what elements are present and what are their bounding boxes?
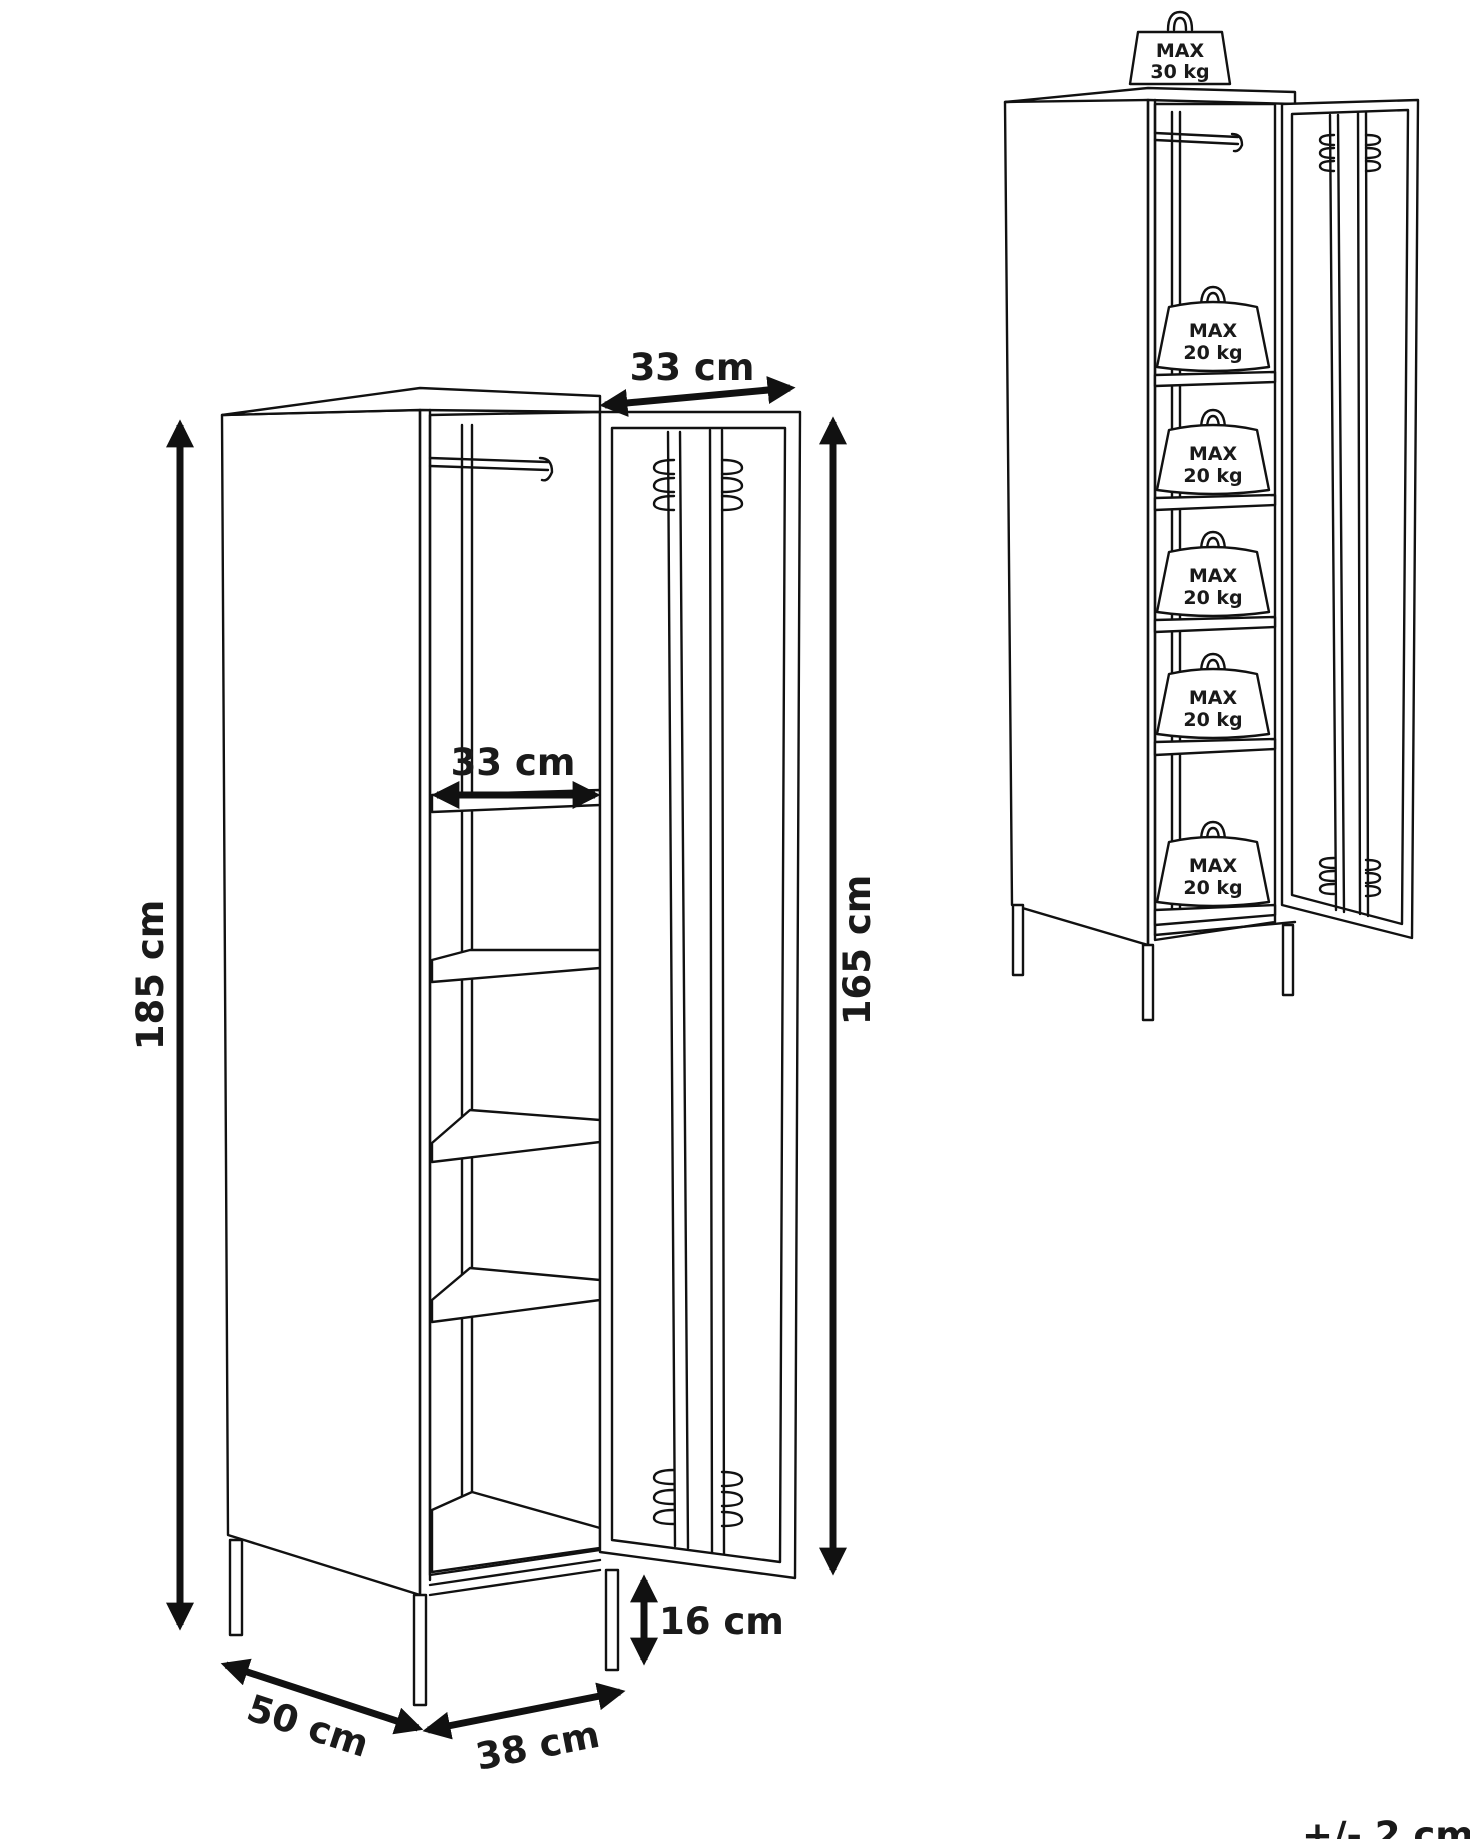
dim-height-total: 185 cm	[129, 419, 194, 1631]
dim-depth-label: 50 cm	[242, 1686, 374, 1765]
weight-shelf-2-line1: MAX	[1189, 443, 1238, 465]
door-vents-bottom	[652, 1468, 744, 1528]
weight-shelf-3-line1: MAX	[1189, 565, 1238, 587]
load-cabinet-side	[1003, 93, 1150, 947]
weight-shelf-2: MAX 20 kg	[1155, 408, 1271, 496]
leg-back-left	[228, 1538, 244, 1637]
weight-shelf-4-line1: MAX	[1189, 687, 1238, 709]
weight-shelf-3-line2: 20 kg	[1183, 587, 1242, 609]
dim-height-total-label: 185 cm	[129, 900, 172, 1051]
weight-shelf-1: MAX 20 kg	[1155, 285, 1271, 373]
leg-front-right	[604, 1568, 620, 1672]
door-vents-top	[652, 458, 744, 512]
dim-leg-height-label: 16 cm	[659, 1600, 784, 1643]
weight-top-line2: 30 kg	[1150, 61, 1209, 83]
weight-shelf-1-line1: MAX	[1189, 320, 1238, 342]
weight-shelf-4-line2: 20 kg	[1183, 709, 1242, 731]
dim-leg-height: 16 cm	[630, 1574, 784, 1666]
weight-shelf-2-line2: 20 kg	[1183, 465, 1242, 487]
dim-height-door: 165 cm	[819, 416, 879, 1576]
weight-shelf-3: MAX 20 kg	[1155, 530, 1271, 618]
dim-door-width-label: 33 cm	[630, 346, 755, 389]
dim-inner-width-label: 33 cm	[451, 741, 576, 784]
dim-height-door-label: 165 cm	[836, 875, 879, 1026]
dim-depth: 50 cm	[220, 1658, 424, 1766]
weight-shelf-1-line2: 20 kg	[1183, 342, 1242, 364]
cabinet-top	[220, 386, 602, 417]
weight-shelf-4: MAX 20 kg	[1155, 652, 1271, 740]
main-cabinet	[220, 386, 802, 1707]
leg-front-left	[412, 1593, 428, 1707]
clothes-rail	[428, 456, 554, 482]
weight-shelf-5-line2: 20 kg	[1183, 877, 1242, 899]
cabinet-side-panel	[220, 408, 422, 1597]
cabinet-interior	[428, 410, 602, 1577]
weight-top: MAX 30 kg	[1128, 10, 1232, 86]
dim-width: 38 cm	[422, 1682, 626, 1779]
dim-width-label: 38 cm	[472, 1713, 603, 1779]
weight-top-line1: MAX	[1156, 40, 1205, 62]
dim-door-width: 33 cm	[599, 346, 796, 417]
tolerance-note: +/- 2 cm	[1302, 1814, 1470, 1839]
weight-shelf-5-line1: MAX	[1189, 855, 1238, 877]
dim-inner-width: 33 cm	[431, 741, 601, 809]
load-cabinet-top	[1003, 86, 1297, 106]
weight-shelf-5: MAX 20 kg	[1155, 820, 1271, 908]
cabinet-door	[598, 410, 802, 1580]
